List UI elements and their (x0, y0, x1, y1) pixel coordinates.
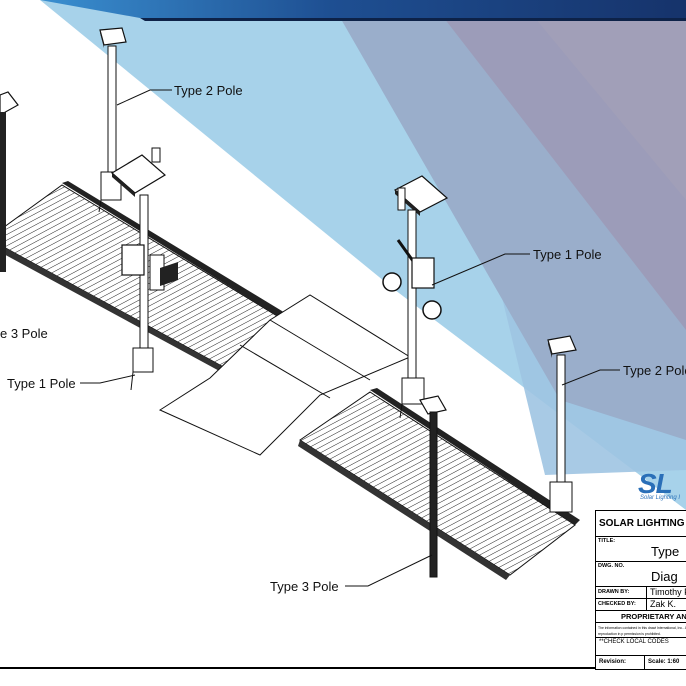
title-block-checked-row: CHECKED BY:Zak K. (596, 599, 686, 611)
type2-pole-right (547, 335, 577, 513)
title-block-bottom-row: Revision:Scale: 1:60 (596, 656, 686, 670)
drawn-value: Timothy F (650, 587, 686, 597)
title-block-dwg-row: DWG. NO. Diag (596, 562, 686, 587)
checked-label: CHECKED BY: (596, 599, 647, 610)
crossing-panels (158, 294, 412, 456)
type3-pole-bottom (419, 395, 447, 578)
header-banner (40, 0, 686, 21)
label-type3-pole-bottom: Type 3 Pole (270, 579, 339, 594)
label-type1-pole-right: Type 1 Pole (533, 247, 602, 262)
company-logo: SL (638, 468, 673, 499)
title-block-proprietary: PROPRIETARY AN The information contained… (596, 611, 686, 656)
title-block-title-row: TITLE: Type (596, 537, 686, 562)
type1-pole-left (110, 147, 178, 391)
title-block-drawn-row: DRAWN BY:Timothy F (596, 587, 686, 599)
title-block: SOLAR LIGHTING IN TITLE: Type DWG. NO. D… (595, 510, 686, 670)
proprietary-text: The information contained in this drawi … (598, 626, 686, 636)
codes-note: **CHECK LOCAL CODES (596, 637, 686, 647)
label-type2-pole-top: Type 2 Pole (174, 83, 243, 98)
type2-pole-top (98, 27, 127, 213)
checked-value: Zak K. (650, 599, 677, 609)
label-type1-pole-left: Type 1 Pole (7, 376, 76, 391)
dwg-label: DWG. NO. (598, 563, 625, 569)
label-type3-pole-left: e 3 Pole (0, 326, 48, 341)
revision-label: Revision: (596, 656, 645, 670)
label-type2-pole-right: Type 2 Pole (623, 363, 686, 378)
type1-pole-right (382, 175, 449, 419)
title-block-company: SOLAR LIGHTING IN (596, 511, 686, 537)
proprietary-heading: PROPRIETARY AN (596, 611, 686, 623)
company-logo-tagline: Solar Lighting I (640, 495, 681, 501)
title-label: TITLE: (598, 538, 616, 544)
dwg-value: Diag (651, 569, 678, 584)
callout-leaders (80, 89, 620, 587)
title-value: Type (651, 544, 680, 559)
drawn-label: DRAWN BY: (596, 587, 647, 598)
type3-pole-left (0, 91, 19, 272)
scale-label: Scale: 1:60 (648, 659, 680, 665)
